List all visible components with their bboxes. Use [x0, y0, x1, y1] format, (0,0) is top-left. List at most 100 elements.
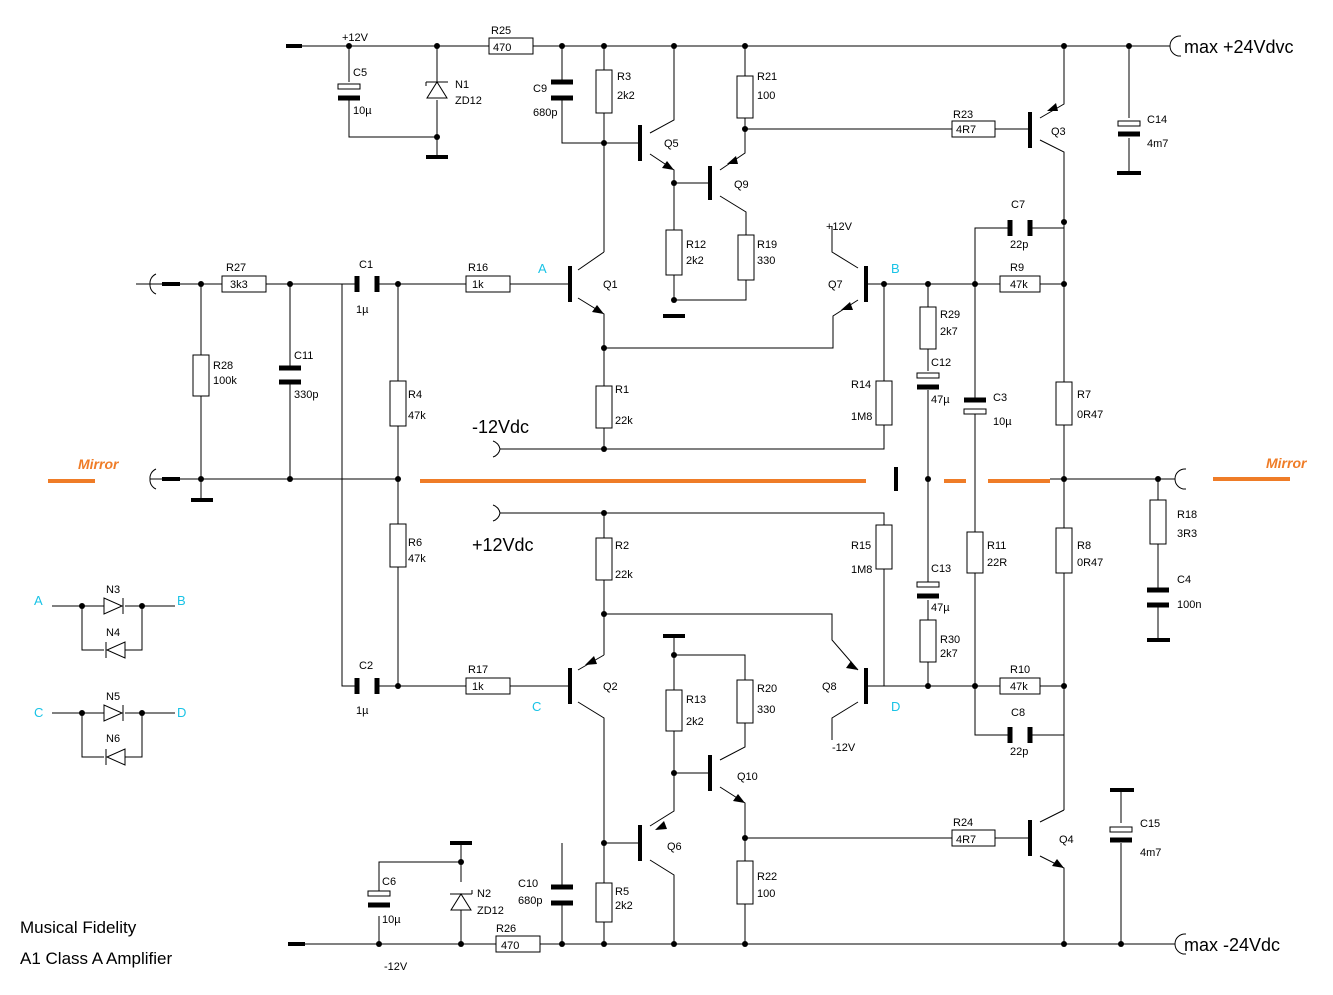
junction-dot — [1061, 43, 1067, 49]
n2-value: ZD12 — [477, 905, 504, 917]
rail-neg-main: max -24Vdc — [1184, 935, 1280, 955]
junction-dot — [1061, 219, 1067, 225]
r27-value: 3k3 — [230, 279, 248, 291]
r24-ref: R24 — [953, 817, 973, 829]
junction-dot — [742, 941, 748, 947]
r23-ref: R23 — [953, 109, 973, 121]
junction-dot — [601, 446, 607, 452]
c8-ref: C8 — [1011, 707, 1025, 719]
c7-ref: C7 — [1011, 199, 1025, 211]
q8-supply-label: -12V — [832, 742, 856, 754]
junction-dot — [925, 281, 931, 287]
junction-dot — [1061, 941, 1067, 947]
junction-dot — [671, 941, 677, 947]
node-label-c: C — [532, 699, 541, 714]
junction-dot — [925, 476, 931, 482]
n5-ref: N5 — [106, 691, 120, 703]
n2-ref: N2 — [477, 888, 491, 900]
r15-ref: R15 — [851, 540, 871, 552]
c11-value: 330p — [294, 389, 318, 401]
c11-ref: C11 — [294, 350, 313, 362]
r13-ref: R13 — [686, 694, 706, 706]
r14-ref: R14 — [851, 379, 871, 391]
junction-dot — [1061, 683, 1067, 689]
rail-pos-main: max +24Vdvc — [1184, 37, 1294, 57]
junction-dot — [1155, 476, 1161, 482]
junction-dot — [139, 603, 145, 609]
mirror-label-right: Mirror — [1266, 455, 1308, 471]
c5-ref: C5 — [353, 67, 367, 79]
r20-ref: R20 — [757, 683, 777, 695]
c3-value: 10µ — [993, 416, 1012, 428]
r27-ref: R27 — [226, 262, 246, 274]
r5-value: 2k2 — [615, 900, 633, 912]
r22-value: 100 — [757, 888, 775, 900]
c9-value: 680p — [533, 107, 557, 119]
junction-dot — [1126, 43, 1132, 49]
capacitors — [279, 79, 1169, 908]
junction-dot — [139, 710, 145, 716]
r10-ref: R10 — [1010, 664, 1030, 676]
mirror-line — [48, 477, 1290, 483]
r12-ref: R12 — [686, 239, 706, 251]
r17-value: 1k — [472, 681, 484, 693]
r2-value: 22k — [615, 569, 633, 581]
junction-dot — [972, 683, 978, 689]
r19-value: 330 — [757, 255, 775, 267]
r17-ref: R17 — [468, 664, 488, 676]
junction-dot — [671, 652, 677, 658]
c12-ref: C12 — [931, 357, 951, 369]
text-labels: +12V max +24Vdvc max -24Vdc -12V +12V -1… — [20, 25, 1308, 973]
r21-value: 100 — [757, 90, 775, 102]
rail-neg-mid: -12Vdc — [472, 417, 529, 437]
junction-dot — [376, 941, 382, 947]
c15-ref: C15 — [1140, 818, 1160, 830]
q3-ref: Q3 — [1051, 126, 1066, 138]
r4-value: 47k — [408, 410, 426, 422]
diode-legend — [52, 597, 175, 766]
r5-ref: R5 — [615, 886, 629, 898]
title-line-2: A1 Class A Amplifier — [20, 949, 172, 968]
junction-dot — [601, 345, 607, 351]
zener-diodes — [425, 81, 473, 911]
c12-value: 47µ — [931, 394, 950, 406]
junction-dot — [434, 134, 440, 140]
c2-ref: C2 — [359, 660, 373, 672]
junction-dot — [395, 281, 401, 287]
title-line-1: Musical Fidelity — [20, 918, 137, 937]
c3-ref: C3 — [993, 392, 1007, 404]
rail-neg-small: -12V — [384, 961, 408, 973]
q7-ref: Q7 — [828, 279, 843, 291]
c7-value: 22p — [1010, 239, 1028, 251]
r26-ref: R26 — [496, 923, 516, 935]
junction-dot — [1061, 476, 1067, 482]
c4-value: 100n — [1177, 599, 1201, 611]
r3-value: 2k2 — [617, 90, 635, 102]
junction-dot — [434, 43, 440, 49]
junction-dot — [671, 180, 677, 186]
junction-dot — [742, 43, 748, 49]
r16-ref: R16 — [468, 262, 488, 274]
junction-dots — [79, 43, 1161, 947]
junction-dot — [671, 43, 677, 49]
c8-value: 22p — [1010, 746, 1028, 758]
n1-value: ZD12 — [455, 95, 482, 107]
r2-ref: R2 — [615, 540, 629, 552]
r20-value: 330 — [757, 704, 775, 716]
node-label-a: A — [538, 261, 547, 276]
junction-dot — [458, 941, 464, 947]
wires — [136, 45, 1175, 945]
junction-dot — [925, 683, 931, 689]
q8-ref: Q8 — [822, 681, 837, 693]
r18-ref: R18 — [1177, 509, 1197, 521]
node-label-b: B — [891, 261, 900, 276]
c10-ref: C10 — [518, 878, 538, 890]
junction-dot — [559, 941, 565, 947]
r11-value: 22R — [987, 557, 1007, 569]
r30-ref: R30 — [940, 634, 960, 646]
c13-value: 47µ — [931, 602, 950, 614]
c5-value: 10µ — [353, 105, 372, 117]
r6-value: 47k — [408, 553, 426, 565]
junction-dot — [559, 43, 565, 49]
